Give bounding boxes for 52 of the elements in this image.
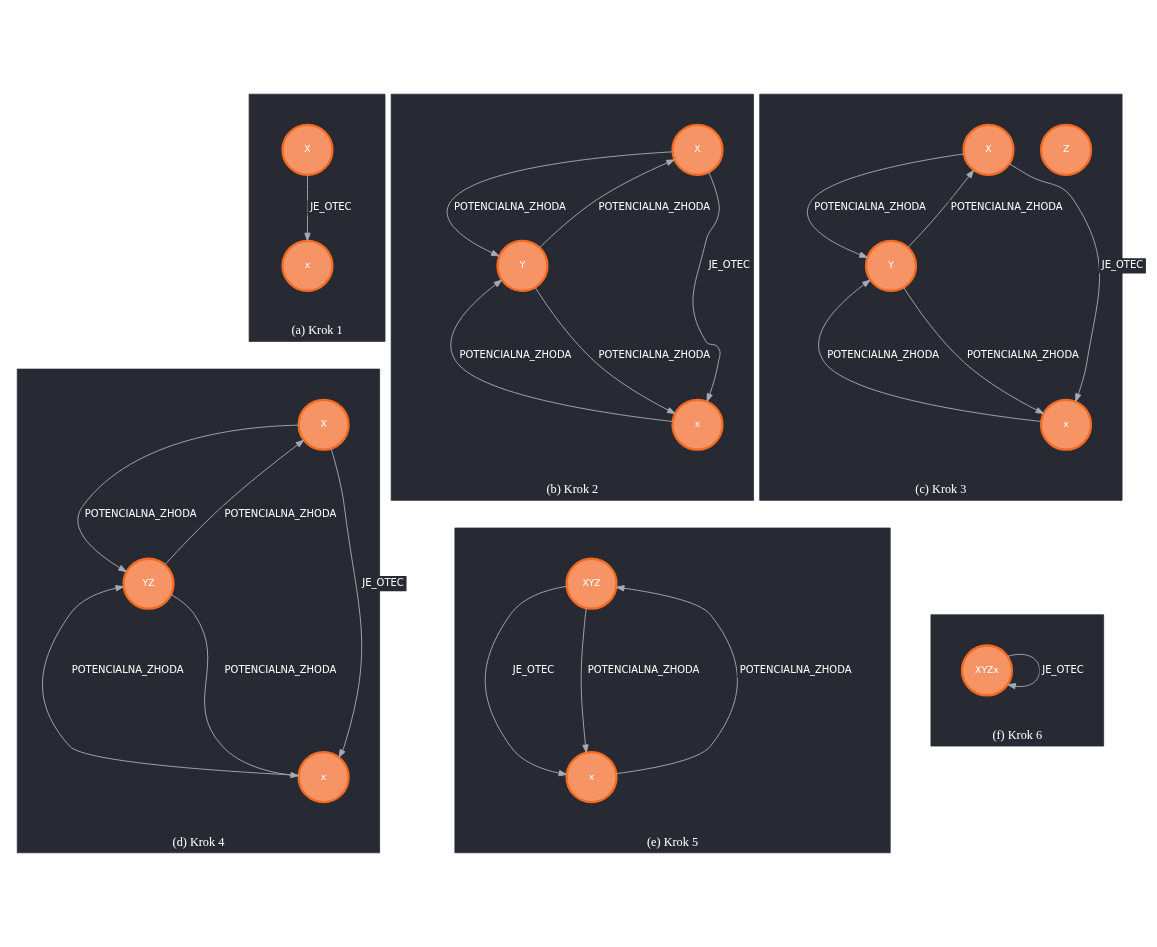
node-circle: x — [281, 239, 334, 292]
node-circle: Z — [1039, 123, 1093, 176]
arrow — [446, 151, 674, 257]
edge-label: JE_OTEC — [310, 201, 352, 213]
node-circle: XYZx — [960, 644, 1014, 697]
edge-label: POTENCIALNA_ZHODA — [84, 507, 197, 519]
node-circle: X — [671, 123, 724, 176]
edge-label: JE_OTEC — [362, 577, 404, 589]
node-circle: YZ — [122, 557, 175, 610]
edge-label: POTENCIALNA_ZHODA — [967, 348, 1079, 360]
node-circle: x — [297, 751, 350, 804]
arrow — [330, 448, 363, 758]
node-circle: x — [1039, 398, 1093, 451]
edge-label: JE_OTEC — [708, 259, 751, 271]
edge-label: POTENCIALNA_ZHODA — [454, 201, 566, 213]
edge-label: JE_OTEC — [512, 664, 555, 676]
edge-label: POTENCIALNA_ZHODA — [224, 507, 337, 519]
node-circle: X — [962, 123, 1015, 176]
node-circle: XYZ — [565, 557, 618, 610]
edge-label: POTENCIALNA_ZHODA — [587, 664, 700, 676]
edge-label: POTENCIALNA_ZHODA — [224, 664, 337, 676]
arrow — [580, 607, 589, 754]
edge-label: POTENCIALNA_ZHODA — [459, 348, 572, 360]
node-circle: x — [565, 751, 618, 804]
edge-label: POTENCIALNA_ZHODA — [598, 348, 711, 360]
arrow — [484, 585, 568, 777]
arrow — [818, 279, 1042, 422]
node-circle: X — [281, 123, 334, 176]
edge-label: JE_OTEC — [1101, 259, 1144, 271]
edge-label: POTENCIALNA_ZHODA — [950, 201, 1063, 213]
edge-label: POTENCIALNA_ZHODA — [739, 664, 852, 676]
edge-label: POTENCIALNA_ZHODA — [598, 201, 711, 213]
arrow — [903, 286, 1045, 415]
arrow — [539, 159, 675, 248]
arrow — [450, 279, 674, 422]
node-circle: x — [671, 398, 724, 451]
arrow — [164, 439, 305, 566]
arrow — [806, 153, 965, 258]
arrow — [692, 171, 721, 402]
arrow — [42, 585, 300, 776]
arrow — [1008, 163, 1100, 402]
arrow — [907, 169, 975, 248]
node-circle: Y — [864, 239, 918, 292]
arrow — [1007, 653, 1040, 690]
arrow — [615, 585, 738, 775]
arrow — [77, 424, 300, 573]
edge-label: JE_OTEC — [1042, 664, 1084, 676]
edge-label: POTENCIALNA_ZHODA — [71, 664, 184, 676]
node-circle: Y — [496, 239, 549, 292]
arrow — [534, 286, 676, 415]
edge-label: POTENCIALNA_ZHODA — [827, 348, 939, 360]
edge-label: POTENCIALNA_ZHODA — [814, 201, 926, 213]
